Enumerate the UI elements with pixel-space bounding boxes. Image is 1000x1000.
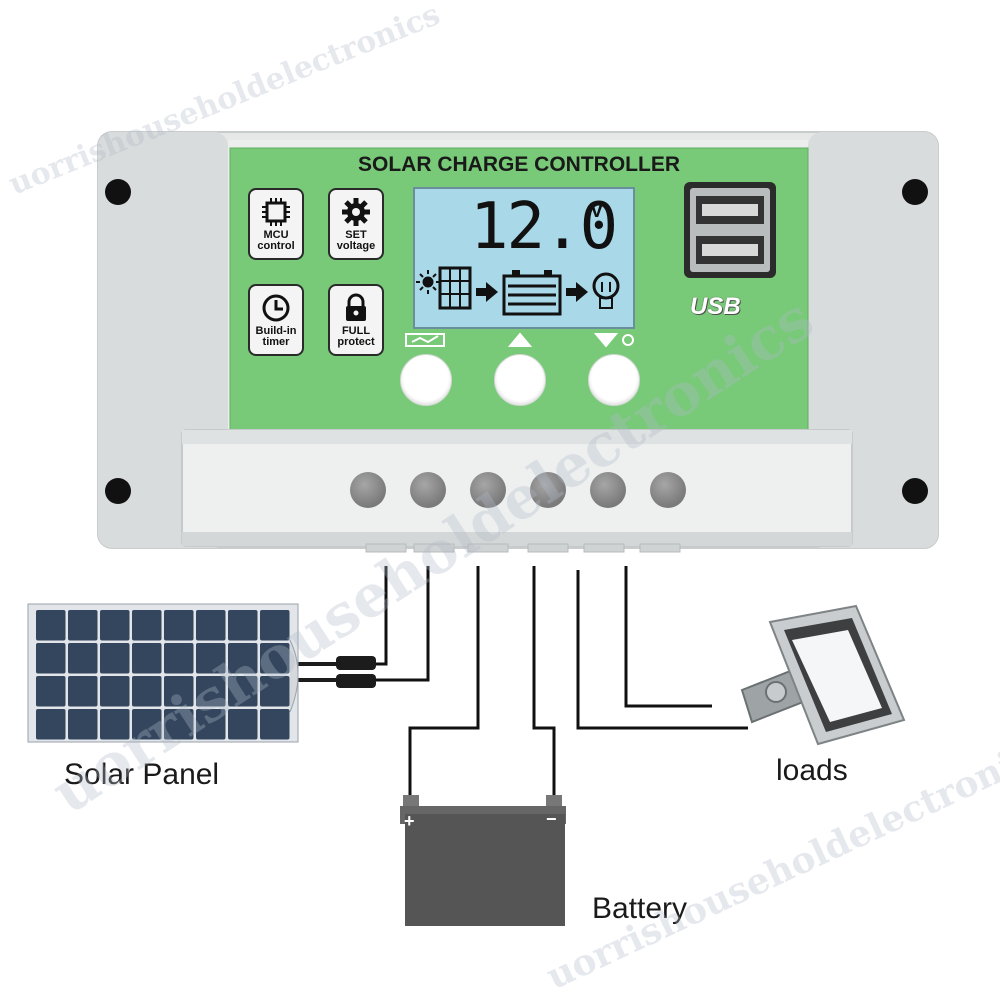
terminal-solar-positive: [350, 472, 386, 508]
solar-cell: [100, 676, 130, 707]
wire-battery-negative: [532, 566, 556, 800]
wire-load-positive: [576, 570, 748, 730]
solar-cell: [260, 709, 290, 740]
lcd-voltage-unit: V: [590, 200, 604, 222]
terminal-load-negative: [650, 472, 686, 508]
feature-label: FULL protect: [337, 325, 375, 348]
terminal-tabs: [365, 543, 681, 553]
gear-icon: [330, 196, 382, 233]
clock-icon: [250, 292, 302, 329]
mounting-screw: [105, 478, 131, 504]
terminal-load-positive: [590, 472, 626, 508]
solar-cell: [164, 709, 194, 740]
solar-cell: [228, 643, 258, 674]
solar-cell: [36, 610, 66, 641]
wire-solar-positive: [296, 566, 388, 666]
solar-cell: [260, 643, 290, 674]
solar-cell: [196, 709, 226, 740]
floodlight: [740, 604, 906, 746]
feature-full-protect: FULL protect: [328, 284, 384, 356]
solar-cell: [196, 676, 226, 707]
down-load-button[interactable]: [588, 354, 640, 406]
solar-cell: [132, 676, 162, 707]
wire-load-negative: [624, 566, 712, 708]
solar-cell: [132, 643, 162, 674]
lock-icon: [330, 292, 382, 329]
lcd-flow-icons: [416, 266, 620, 316]
solar-cell: [260, 676, 290, 707]
terminal-battery-negative: [530, 472, 566, 508]
usb-label: USB: [690, 293, 741, 320]
loads-label: loads: [776, 754, 848, 787]
solar-cell: [196, 643, 226, 674]
solar-cell: [68, 610, 98, 641]
solar-cell: [68, 676, 98, 707]
solar-cell: [132, 610, 162, 641]
battery-minus-mark: −: [546, 809, 557, 829]
terminal-solar-negative: [410, 472, 446, 508]
solar-cell: [36, 643, 66, 674]
mounting-screw: [902, 478, 928, 504]
solar-panel: [27, 603, 299, 743]
mounting-screw: [105, 179, 131, 205]
solar-cell: [36, 676, 66, 707]
solar-cell: [68, 709, 98, 740]
controller-title: SOLAR CHARGE CONTROLLER: [358, 153, 680, 176]
feature-label: Build-in timer: [255, 325, 297, 348]
wire-battery-positive: [408, 566, 480, 800]
battery-label: Battery: [592, 892, 688, 925]
feature-label: MCU control: [257, 229, 295, 252]
feature-label: SET voltage: [336, 229, 376, 252]
solar-cell: [68, 643, 98, 674]
usb-ports: [684, 182, 776, 278]
battery: [400, 795, 566, 926]
chip-icon: [250, 196, 302, 233]
solar-cell: [164, 676, 194, 707]
solar-cell: [196, 610, 226, 641]
solar-cell: [100, 709, 130, 740]
solar-cell: [132, 709, 162, 740]
solar-cell: [228, 610, 258, 641]
solar-panel-label: Solar Panel: [64, 758, 220, 791]
solar-cell: [260, 610, 290, 641]
solar-cell: [36, 709, 66, 740]
button-symbols: [405, 332, 634, 348]
feature-set-voltage: SET voltage: [328, 188, 384, 260]
solar-cell: [164, 610, 194, 641]
solar-cell: [228, 709, 258, 740]
solar-cell: [100, 610, 130, 641]
solar-cell: [228, 676, 258, 707]
mc4-connectors: [296, 656, 376, 688]
feature-build-in-timer: Build-in timer: [248, 284, 304, 356]
feature-mcu-control: MCU control: [248, 188, 304, 260]
menu-button[interactable]: [400, 354, 452, 406]
solar-cell: [100, 643, 130, 674]
battery-plus-mark: +: [404, 811, 415, 831]
mounting-screw: [902, 179, 928, 205]
lcd-voltage-value: 12.0: [470, 190, 618, 264]
up-button[interactable]: [494, 354, 546, 406]
solar-cell: [164, 643, 194, 674]
terminal-battery-positive: [470, 472, 506, 508]
